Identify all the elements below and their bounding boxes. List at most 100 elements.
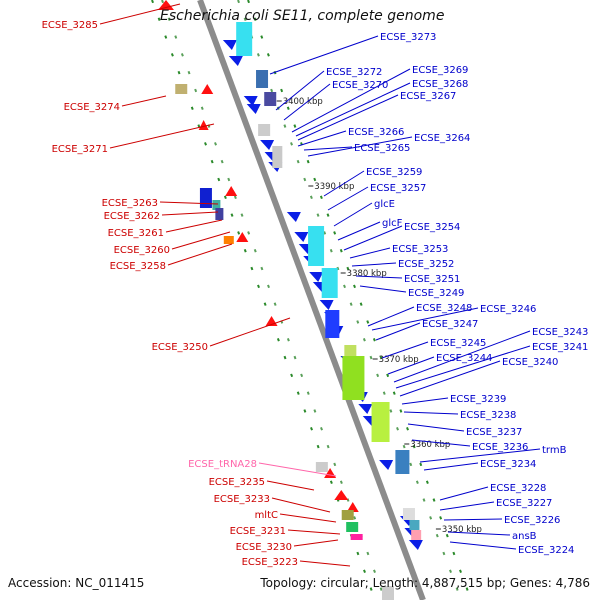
right-gene-label[interactable]: ECSE_3224	[518, 545, 574, 556]
left-leader-line	[159, 201, 219, 205]
left-gene-label[interactable]: ECSE_3274	[64, 102, 120, 113]
right-gene-label[interactable]: ECSE_3239	[450, 394, 506, 405]
gene-block	[308, 226, 325, 266]
right-gene-label[interactable]: ECSE_3252	[398, 259, 454, 270]
gene-block	[321, 268, 338, 298]
right-gene-label[interactable]: ECSE_3243	[532, 327, 588, 338]
kbp-tick-label: 3370 kbp	[379, 355, 419, 365]
gene-block	[264, 92, 277, 106]
right-gene-label[interactable]: ECSE_3267	[400, 91, 456, 102]
right-gene-label[interactable]: ECSE_3245	[430, 338, 486, 349]
right-gene-label[interactable]: glcF	[382, 218, 403, 229]
right-gene-label[interactable]: ECSE_3264	[414, 133, 470, 144]
kbp-tick-label: 3360 kbp	[410, 440, 450, 450]
right-leader-line	[449, 541, 517, 550]
right-gene-label[interactable]: ECSE_3240	[502, 357, 558, 368]
right-leader-line	[275, 70, 325, 111]
right-leader-line	[371, 307, 479, 331]
right-gene-label[interactable]: ECSE_3234	[480, 459, 536, 470]
topology-text: Topology: circular; Length: 4,887,515 bp…	[260, 576, 590, 590]
left-gene-label[interactable]: ECSE_3263	[102, 198, 158, 209]
right-gene-label[interactable]: ansB	[512, 531, 537, 542]
right-gene-label[interactable]: ECSE_3249	[408, 288, 464, 299]
gene-arrow	[334, 490, 349, 500]
right-leader-line	[355, 275, 403, 279]
guide-dotted-line	[247, 0, 473, 600]
right-gene-label[interactable]: ECSE_3226	[504, 515, 560, 526]
left-gene-label[interactable]: ECSE_3230	[236, 542, 292, 553]
right-gene-label[interactable]: ECSE_3246	[480, 304, 536, 315]
right-gene-label[interactable]: ECSE_3247	[422, 319, 478, 330]
right-leader-line	[439, 486, 489, 501]
left-gene-label[interactable]: ECSE_3235	[209, 477, 265, 488]
left-gene-label[interactable]: mltC	[255, 510, 278, 521]
right-gene-label[interactable]: ECSE_3228	[490, 483, 546, 494]
right-gene-label[interactable]: ECSE_3241	[532, 342, 588, 353]
right-leader-line	[395, 345, 531, 389]
right-leader-line	[359, 285, 407, 293]
left-leader-line	[99, 3, 181, 25]
right-gene-label[interactable]: ECSE_3269	[412, 65, 468, 76]
gene-block	[315, 462, 328, 472]
left-leader-line	[258, 462, 337, 477]
left-gene-label[interactable]: ECSE_3258	[110, 261, 166, 272]
right-leader-line	[381, 341, 429, 359]
right-gene-label[interactable]: ECSE_3257	[370, 183, 426, 194]
left-leader-line	[271, 497, 331, 513]
right-gene-label[interactable]: ECSE_3244	[436, 353, 492, 364]
gene-block	[402, 508, 415, 520]
right-leader-line	[367, 306, 415, 327]
gene-block	[411, 530, 422, 540]
right-gene-label[interactable]: ECSE_3254	[404, 222, 460, 233]
right-gene-label[interactable]: ECSE_3238	[460, 410, 516, 421]
right-gene-label[interactable]: ECSE_3227	[496, 498, 552, 509]
right-gene-label[interactable]: ECSE_3251	[404, 274, 460, 285]
right-leader-line	[343, 225, 403, 251]
left-gene-label[interactable]: ECSE_3262	[104, 211, 160, 222]
right-gene-label[interactable]: ECSE_3266	[348, 127, 404, 138]
gene-block	[256, 70, 269, 88]
right-leader-line	[401, 397, 449, 405]
right-gene-label[interactable]: ECSE_3236	[472, 442, 528, 453]
right-gene-label[interactable]: ECSE_3270	[332, 80, 388, 91]
right-leader-line	[439, 501, 495, 511]
right-leader-line	[303, 146, 353, 151]
gene-block	[215, 208, 224, 220]
left-gene-label[interactable]: ECSE_3261	[108, 228, 164, 239]
right-leader-line	[423, 462, 479, 471]
gene-block	[350, 534, 363, 540]
left-gene-label[interactable]: ECSE_tRNA28	[188, 459, 257, 470]
left-gene-label[interactable]: ECSE_3271	[52, 144, 108, 155]
right-gene-label[interactable]: ECSE_3272	[326, 67, 382, 78]
left-gene-label[interactable]: ECSE_3231	[230, 526, 286, 537]
right-leader-line	[407, 423, 465, 432]
right-gene-label[interactable]: ECSE_3265	[354, 143, 410, 154]
gene-arrow	[309, 272, 324, 282]
right-gene-label[interactable]: ECSE_3248	[416, 303, 472, 314]
right-gene-label[interactable]: ECSE_3237	[466, 427, 522, 438]
gene-block	[395, 450, 410, 474]
right-leader-line	[387, 356, 435, 375]
gene-block	[236, 22, 253, 56]
left-gene-label[interactable]: ECSE_3285	[42, 20, 98, 31]
left-leader-line	[279, 513, 337, 523]
gene-arrow	[408, 540, 423, 550]
right-leader-line	[447, 531, 511, 536]
right-leader-line	[323, 170, 365, 197]
gene-arrow	[358, 404, 373, 414]
left-gene-label[interactable]: ECSE_3223	[242, 557, 298, 568]
right-gene-label[interactable]: ECSE_3268	[412, 79, 468, 90]
right-gene-label[interactable]: ECSE_3253	[392, 244, 448, 255]
right-gene-label[interactable]: trmB	[542, 445, 567, 456]
gene-block	[344, 345, 357, 357]
left-gene-label[interactable]: ECSE_3233	[214, 494, 270, 505]
right-gene-label[interactable]: ECSE_3259	[366, 167, 422, 178]
left-gene-label[interactable]: ECSE_3250	[152, 342, 208, 353]
right-gene-label[interactable]: glcE	[374, 199, 395, 210]
right-leader-line	[337, 221, 381, 241]
left-gene-label[interactable]: ECSE_3260	[114, 245, 170, 256]
right-gene-label[interactable]: ECSE_3273	[380, 32, 436, 43]
gene-block	[258, 124, 271, 136]
